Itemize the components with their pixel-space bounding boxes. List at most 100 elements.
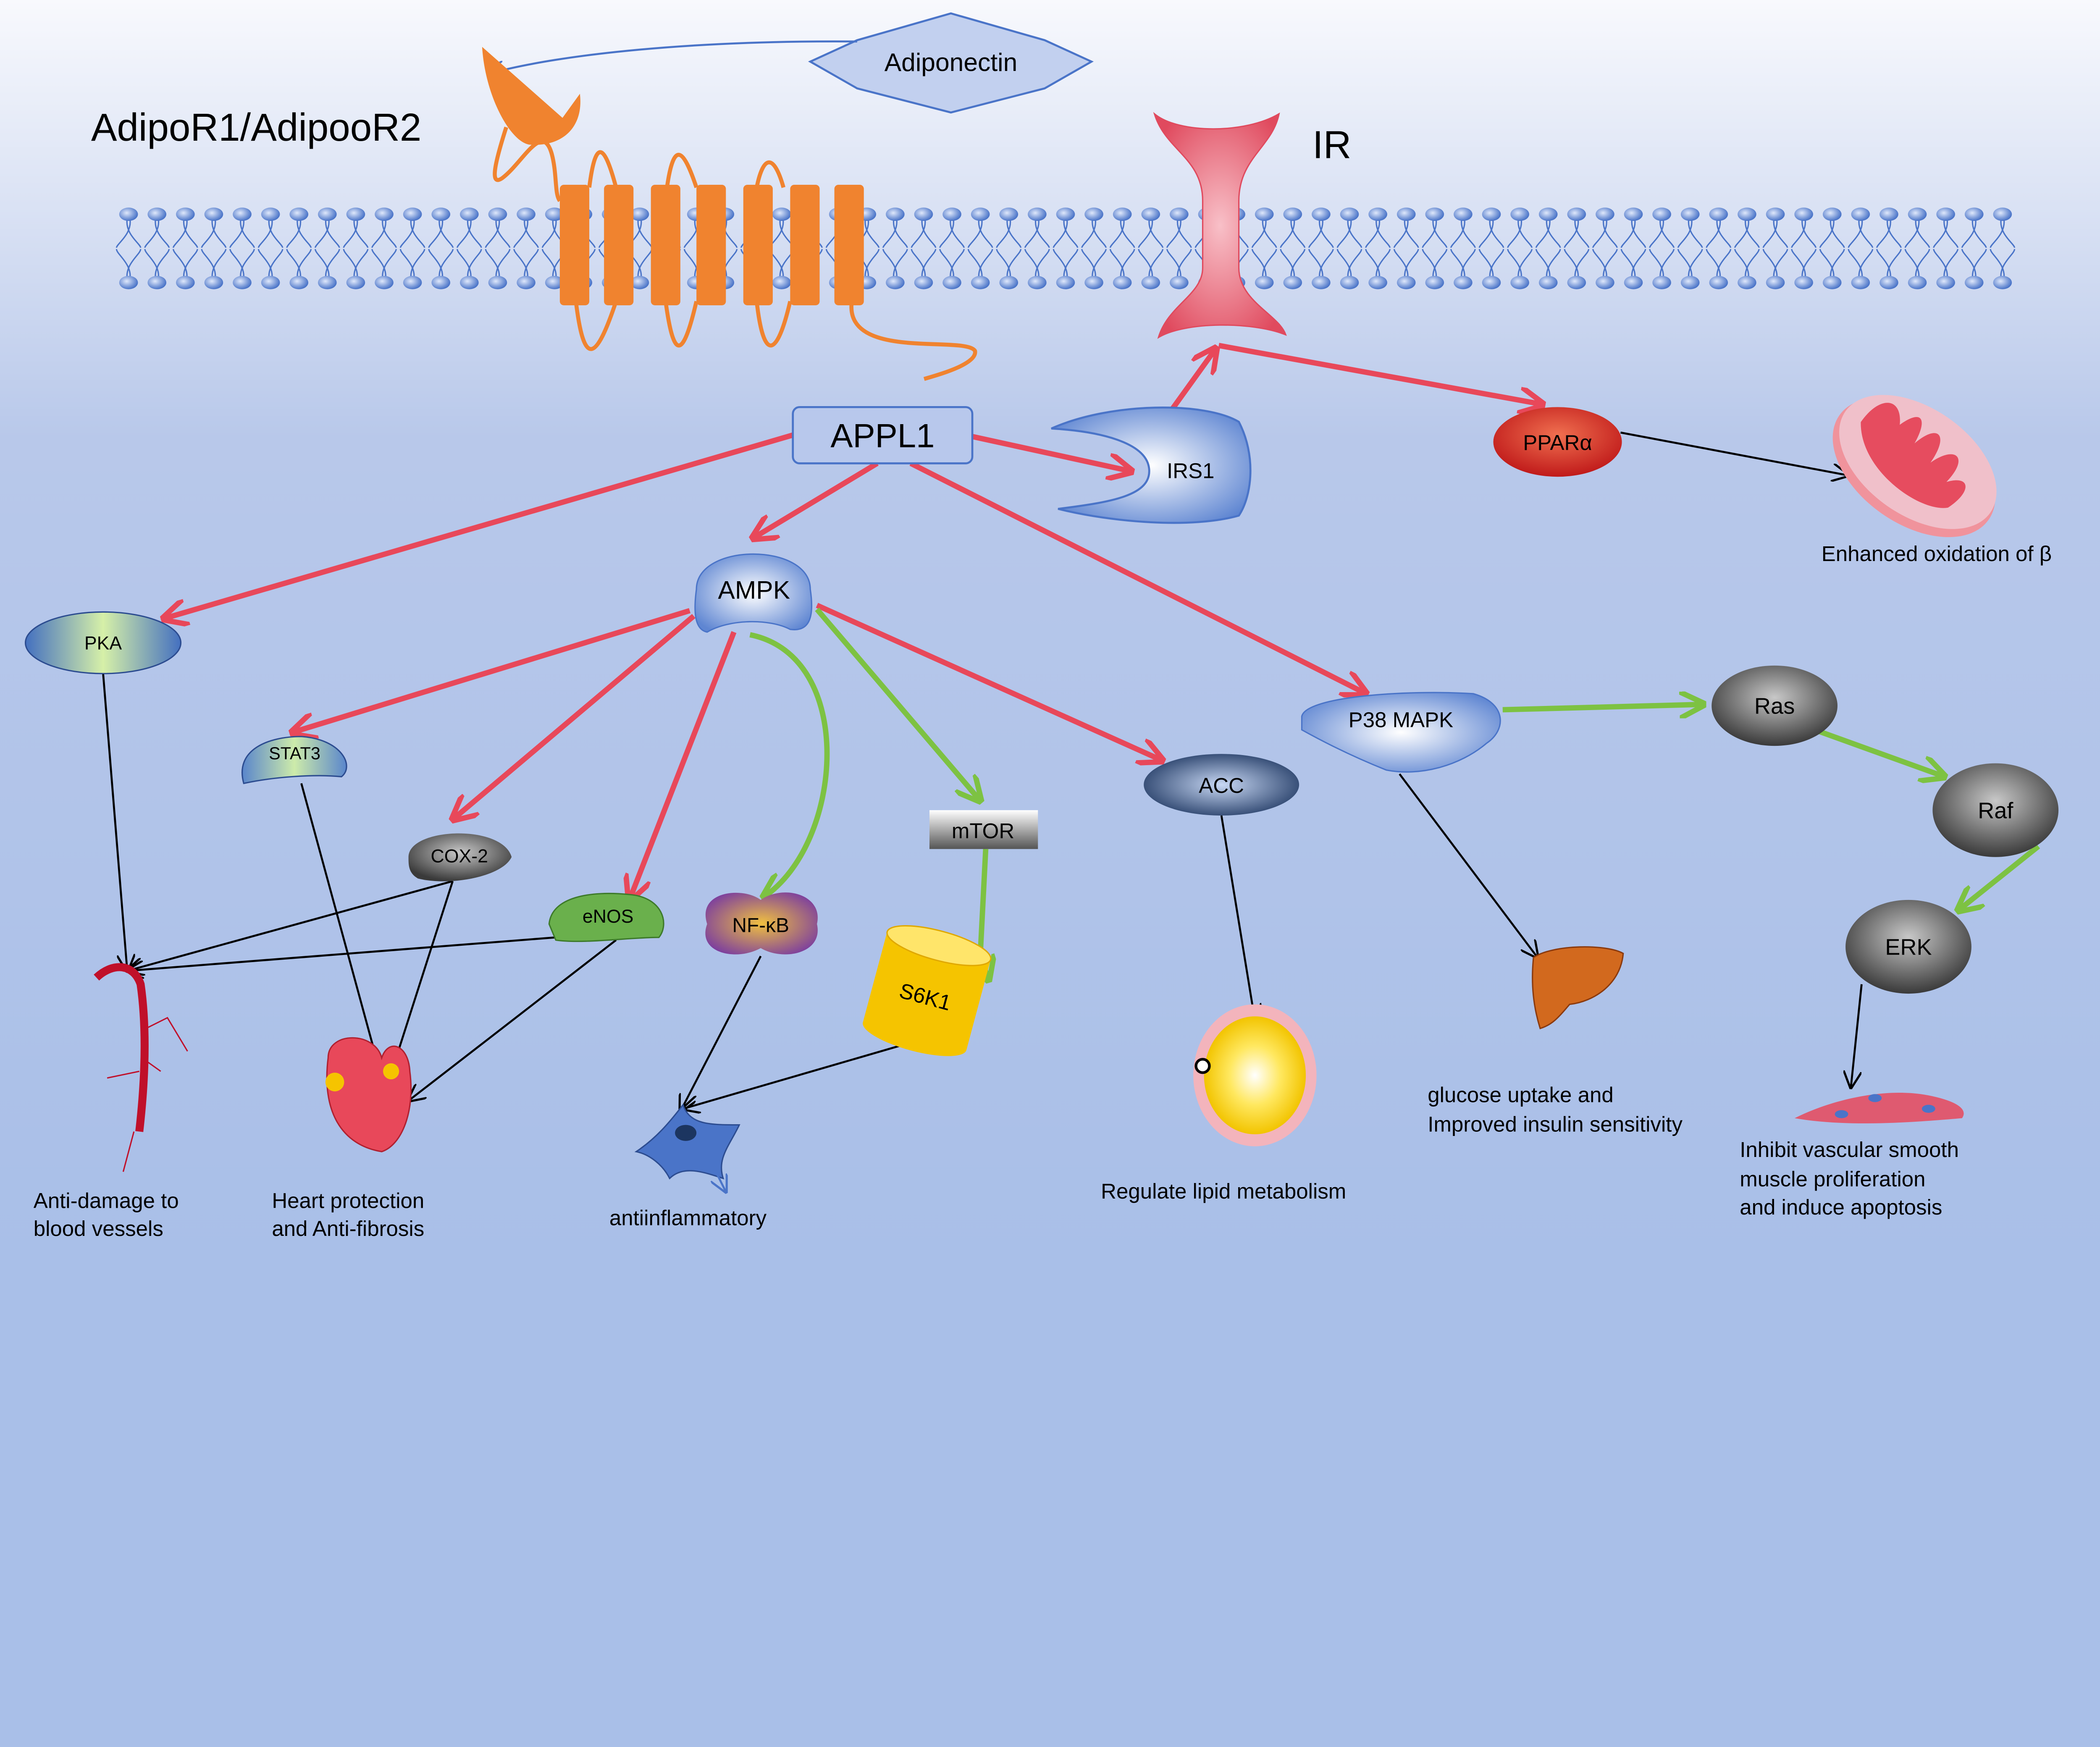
- arrow-p38-ras: [1502, 704, 1704, 710]
- adiponectin-label: Adiponectin: [885, 48, 1018, 76]
- lipid-head: [1425, 275, 1444, 289]
- lipid-outcome-label: Regulate lipid metabolism: [1101, 1179, 1346, 1203]
- s6k1-node[interactable]: S6K1: [859, 918, 994, 1064]
- lipid-tail: [967, 218, 993, 280]
- arrow-ampk-enos: [630, 631, 737, 900]
- lipid-tail: [485, 218, 511, 280]
- lipid-head: [1396, 207, 1416, 221]
- lipid-head: [971, 275, 990, 289]
- lipid-head: [318, 207, 337, 221]
- lipid-head: [1283, 275, 1302, 289]
- arrow-ras-raf: [1814, 727, 1945, 777]
- lipid-head: [1538, 207, 1558, 221]
- acc-node[interactable]: ACC: [1144, 754, 1299, 816]
- lipid-tail: [371, 218, 397, 280]
- lipid-head: [1596, 207, 1614, 221]
- stat3-node[interactable]: STAT3: [241, 736, 347, 784]
- lipid-tail: [257, 218, 284, 280]
- ppara-node[interactable]: PPARα: [1493, 407, 1622, 477]
- lipid-head: [942, 275, 961, 289]
- nfkb-node[interactable]: NF-κB: [705, 892, 818, 955]
- arrow-cox2-vessel: [127, 880, 453, 971]
- enos-node[interactable]: eNOS: [548, 892, 664, 942]
- lipid-tail: [457, 218, 482, 280]
- cox2-node[interactable]: COX-2: [408, 833, 512, 881]
- lipid-tail: [399, 218, 425, 280]
- erk-node[interactable]: ERK: [1845, 900, 1971, 994]
- lipid-head: [431, 207, 451, 221]
- lipid-tail: [1450, 218, 1476, 280]
- lipid-head: [1908, 207, 1927, 221]
- arrow-ir-ppara: [1218, 343, 1543, 404]
- lipid-head: [176, 275, 195, 289]
- lipid-head: [1794, 275, 1813, 289]
- lipid-head: [1454, 275, 1473, 289]
- lipid-tail: [1422, 218, 1448, 280]
- appl1-node[interactable]: APPL1: [792, 406, 974, 464]
- lipid-head: [1964, 207, 1984, 221]
- lipid-tail: [1308, 218, 1334, 280]
- smooth-muscle-cells-icon: [1794, 1093, 1964, 1124]
- lipid-head: [886, 207, 905, 221]
- lipid-head: [1624, 275, 1643, 289]
- lipid-head: [1283, 207, 1302, 221]
- lipid-head: [1141, 207, 1160, 221]
- ras-node[interactable]: Ras: [1712, 665, 1838, 746]
- lipid-head: [346, 207, 365, 221]
- lipid-head: [1680, 275, 1700, 289]
- blood-vessel-icon: [94, 963, 188, 1172]
- ampk-node[interactable]: AMPK: [694, 553, 813, 633]
- lipid-head: [1880, 275, 1898, 289]
- lipid-tail: [1393, 218, 1419, 280]
- lipid-head: [999, 207, 1018, 221]
- lipid-head: [1482, 207, 1501, 221]
- lipid-head: [431, 275, 451, 289]
- insulin-receptor[interactable]: [1153, 112, 1287, 339]
- raf-node[interactable]: Raf: [1932, 763, 2059, 857]
- inflammation-outcome-label: antiinflammatory: [609, 1206, 767, 1230]
- p38-mapk-node[interactable]: P38 MAPK: [1301, 692, 1501, 773]
- lipid-head: [914, 275, 933, 289]
- lipid-tail: [541, 218, 567, 280]
- arrow-nfkb-cell: [680, 955, 762, 1112]
- beta-oxidation-label: Enhanced oxidation of β: [1822, 542, 2052, 566]
- lipid-head: [1170, 207, 1189, 221]
- lipid-head: [375, 275, 394, 289]
- irs1-node[interactable]: IRS1: [1051, 406, 1252, 524]
- lipid-head: [1510, 275, 1529, 289]
- enos-label: eNOS: [583, 906, 634, 927]
- lipid-head: [346, 275, 365, 289]
- lipid-head: [1880, 207, 1898, 221]
- lipid-head: [1936, 275, 1955, 289]
- adiponectin-node[interactable]: Adiponectin: [808, 12, 1094, 114]
- lipid-tail: [1535, 218, 1561, 280]
- lipid-head: [1510, 207, 1529, 221]
- lipid-head: [1425, 207, 1444, 221]
- lipid-head: [1738, 207, 1756, 221]
- p38-mapk-label: P38 MAPK: [1349, 708, 1454, 732]
- lipid-tail: [1677, 218, 1703, 280]
- lipid-head: [460, 275, 479, 289]
- lipid-tail: [1734, 218, 1760, 280]
- lipid-tail: [173, 218, 198, 280]
- lipid-tail: [996, 218, 1022, 280]
- lipid-head: [1482, 275, 1501, 289]
- lipid-head: [1624, 207, 1643, 221]
- lipid-tail: [1365, 218, 1391, 280]
- lipid-tail: [201, 218, 227, 280]
- arrow-p38-liver: [1399, 773, 1537, 957]
- lipid-head: [176, 207, 195, 221]
- cox2-label: COX-2: [431, 846, 488, 867]
- heart-icon: [325, 1037, 412, 1152]
- lipid-head: [1084, 275, 1103, 289]
- lipid-tail: [1904, 218, 1930, 280]
- arrow-ppara-mitochondrion: [1620, 431, 1848, 475]
- irs1-label: IRS1: [1167, 459, 1214, 483]
- lipid-head: [517, 275, 536, 289]
- lipid-head: [1340, 275, 1359, 289]
- adipor-receptor[interactable]: [482, 47, 977, 381]
- mtor-node[interactable]: mTOR: [929, 810, 1038, 849]
- pka-node[interactable]: PKA: [24, 611, 182, 674]
- erk-label: ERK: [1885, 935, 1932, 960]
